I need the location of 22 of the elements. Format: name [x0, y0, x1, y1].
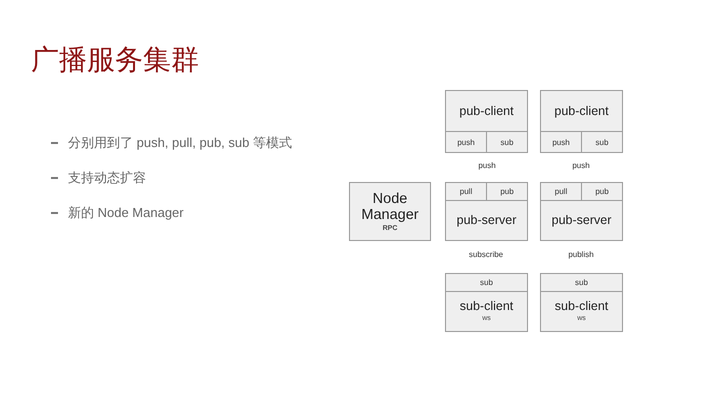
- connection-label: push: [478, 161, 496, 171]
- component-box: [445, 273, 528, 332]
- bullet-text: 分别用到了 push, pull, pub, sub 等模式: [68, 135, 292, 151]
- component-label: pub-client: [554, 104, 609, 118]
- bullet-text: 支持动态扩容: [68, 170, 146, 186]
- component-box: [445, 90, 528, 153]
- component-label: Node Manager: [360, 190, 420, 222]
- component-box: [540, 273, 623, 332]
- slide-title: 广播服务集群: [31, 43, 199, 77]
- connection-label: publish: [568, 250, 594, 260]
- bullet-text: 新的 Node Manager: [68, 205, 184, 221]
- component-label: pub-server: [552, 213, 612, 227]
- component-label: pub-server: [456, 213, 516, 227]
- component-label: sub-client: [460, 299, 514, 313]
- component-label: pub-client: [459, 104, 514, 118]
- component-box: [540, 90, 623, 153]
- component-box: [540, 182, 623, 241]
- connection-label: push: [572, 161, 590, 171]
- component-box: [445, 182, 528, 241]
- component-label: sub-client: [554, 299, 608, 313]
- component-box: [349, 182, 431, 241]
- connection-label: subscribe: [468, 250, 504, 260]
